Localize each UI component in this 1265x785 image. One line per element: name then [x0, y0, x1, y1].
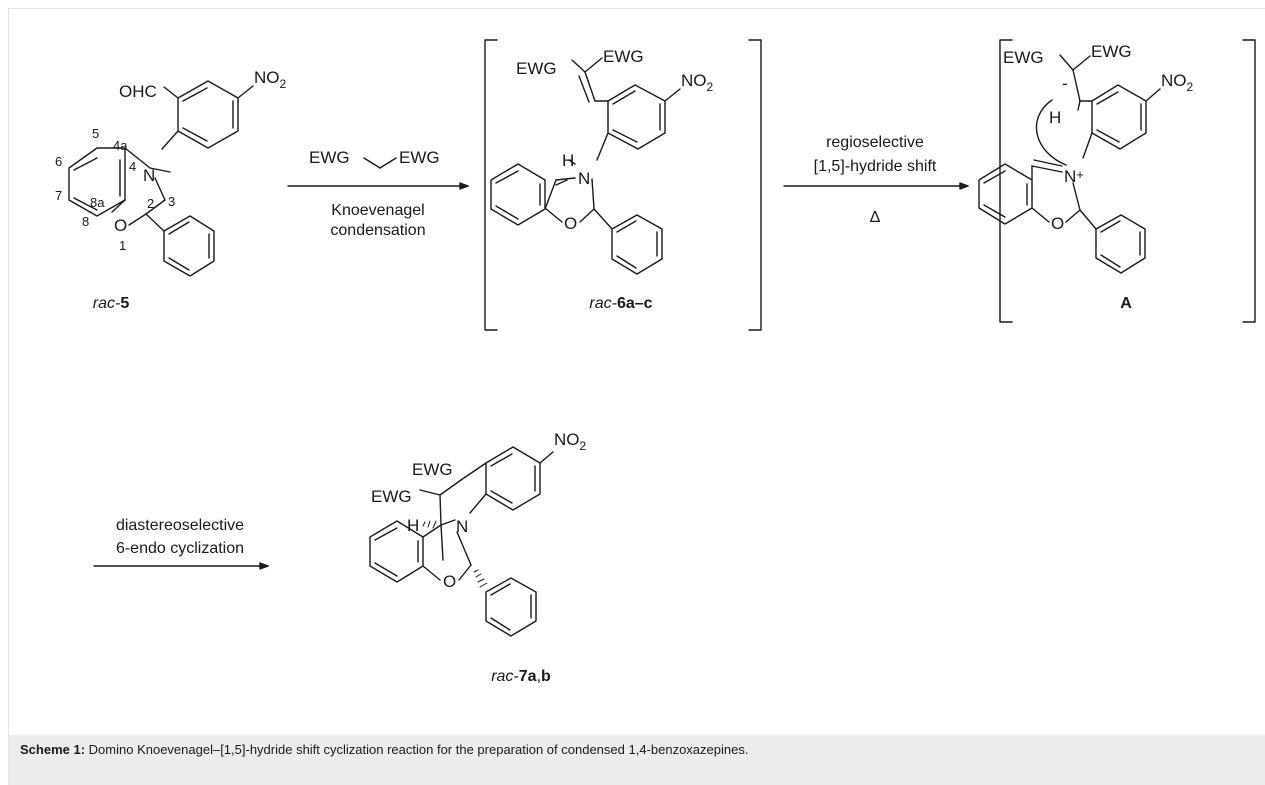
- caption-text: Domino Knoevenagel–[1,5]-hydride shift c…: [85, 742, 749, 757]
- label-minus: -: [1062, 74, 1068, 93]
- label-o: O: [1051, 214, 1064, 233]
- locant: 1: [119, 238, 126, 253]
- compound-rac-6-structure: [490, 57, 681, 275]
- label-o: O: [114, 216, 127, 235]
- label-h: H: [1049, 108, 1061, 127]
- compound-label-A: A: [1120, 295, 1132, 312]
- locant: 6: [55, 154, 62, 169]
- label-ewg: EWG: [603, 47, 644, 66]
- locant: 4a: [113, 138, 128, 153]
- compound-label-rac-6: rac-6a–c: [589, 295, 652, 312]
- label-n: N: [456, 517, 468, 536]
- locant: 8a: [90, 195, 105, 210]
- label-no2: NO2: [681, 71, 714, 94]
- locant: 2: [147, 196, 154, 211]
- label-h: H: [407, 516, 419, 535]
- reagent-ewg-right: EWG: [399, 148, 440, 167]
- label-ewg: EWG: [371, 487, 412, 506]
- locant: 4: [129, 159, 136, 174]
- figure-caption: Scheme 1: Domino Knoevenagel–[1,5]-hydri…: [9, 735, 1265, 785]
- label-n: N: [578, 169, 590, 188]
- label-n: N: [143, 166, 155, 185]
- label-ewg: EWG: [516, 59, 557, 78]
- compound-rac-5-structure: [68, 80, 254, 277]
- arrow-knoevenagel-text-2: condensation: [330, 222, 425, 239]
- label-ewg: EWG: [412, 460, 453, 479]
- label-o: O: [564, 214, 577, 233]
- label-h: H: [562, 151, 574, 170]
- locant: 5: [92, 126, 99, 141]
- label-ohc: OHC: [119, 82, 157, 101]
- arrow-cyclization-text-2: 6-endo cyclization: [116, 540, 244, 557]
- compound-label-rac-7: rac-7a,b: [491, 668, 551, 685]
- compound-rac-7-structure: [369, 446, 554, 637]
- reagent-ewg-left: EWG: [309, 148, 350, 167]
- arrow-hydride-text-2: [1,5]-hydride shift: [814, 158, 937, 175]
- label-no2: NO2: [254, 68, 287, 91]
- arrow-hydride-heat: Δ: [870, 209, 881, 226]
- locant: 8: [82, 214, 89, 229]
- label-ewg: EWG: [1003, 48, 1044, 67]
- label-n-plus: N+: [1064, 167, 1084, 186]
- locant: 3: [168, 194, 175, 209]
- compound-label-rac-5: rac-5: [93, 295, 130, 312]
- figure-frame: [8, 8, 1265, 785]
- label-no2: NO2: [1161, 71, 1194, 94]
- label-o: O: [443, 572, 456, 591]
- arrow-cyclization-text-1: diastereoselective: [116, 517, 244, 534]
- label-ewg: EWG: [1091, 42, 1132, 61]
- arrow-knoevenagel-text-1: Knoevenagel: [331, 202, 424, 219]
- caption-label: Scheme 1:: [20, 742, 86, 757]
- arrow-hydride-text-1: regioselective: [826, 134, 924, 151]
- locant: 7: [55, 188, 62, 203]
- intermediate-A-structure: [978, 54, 1161, 274]
- label-no2: NO2: [554, 430, 587, 453]
